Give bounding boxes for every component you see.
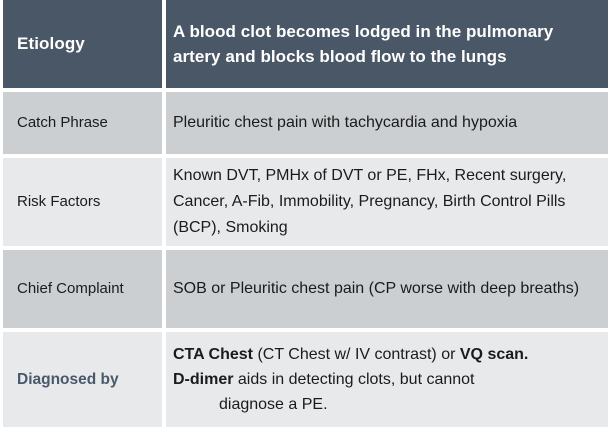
risk-factors-label-text: Risk Factors [17,193,101,210]
table-row-catch-phrase: Catch Phrase Pleuritic chest pain with t… [3,92,608,154]
catch-phrase-content-cell: Pleuritic chest pain with tachycardia an… [166,92,608,154]
diagnosed-by-label-text: Diagnosed by [17,370,119,388]
column-divider [162,0,166,88]
catch-phrase-label-cell: Catch Phrase [3,92,162,154]
catch-phrase-content-text: Pleuritic chest pain with tachycardia an… [173,114,518,131]
risk-factors-content-cell: Known DVT, PMHx of DVT or PE, FHx, Recen… [166,158,608,246]
diagnosed-by-content-cell: CTA Chest (CT Chest w/ IV contrast) or V… [166,332,608,427]
chief-complaint-label-text: Chief Complaint [17,280,124,297]
cta-chest-term: CTA Chest [173,346,253,363]
column-divider [162,92,166,154]
table-row-diagnosed-by: Diagnosed by CTA Chest (CT Chest w/ IV c… [3,332,608,427]
header-label-text: Etiology [17,34,85,53]
chief-complaint-content-cell: SOB or Pleuritic chest pain (CP worse wi… [166,250,608,328]
table-row-header: Etiology A blood clot becomes lodged in … [3,0,608,88]
table-row-risk-factors: Risk Factors Known DVT, PMHx of DVT or P… [3,158,608,246]
risk-factors-label-cell: Risk Factors [3,158,162,246]
d-dimer-detail-continued: diagnose a PE. [219,396,328,413]
column-divider [162,250,166,328]
d-dimer-detail: aids in detecting clots, but cannot [233,371,475,388]
cta-chest-detail: (CT Chest w/ IV contrast) or [253,346,460,363]
table-row-chief-complaint: Chief Complaint SOB or Pleuritic chest p… [3,250,608,328]
header-content-text: A blood clot becomes lodged in the pulmo… [173,22,554,66]
d-dimer-term: D-dimer [173,371,234,388]
column-divider [162,158,166,246]
header-content-cell: A blood clot becomes lodged in the pulmo… [166,0,608,88]
column-divider [162,332,166,427]
header-label-cell: Etiology [3,0,162,88]
chief-complaint-content-text: SOB or Pleuritic chest pain (CP worse wi… [173,280,580,297]
catch-phrase-label-text: Catch Phrase [17,114,108,131]
diagnosed-by-label-cell: Diagnosed by [3,332,162,427]
diagnosed-by-content-text: CTA Chest (CT Chest w/ IV contrast) or V… [173,342,528,417]
vq-scan-term: VQ scan. [459,346,529,363]
chief-complaint-label-cell: Chief Complaint [3,250,162,328]
risk-factors-content-text: Known DVT, PMHx of DVT or PE, FHx, Recen… [173,167,567,236]
